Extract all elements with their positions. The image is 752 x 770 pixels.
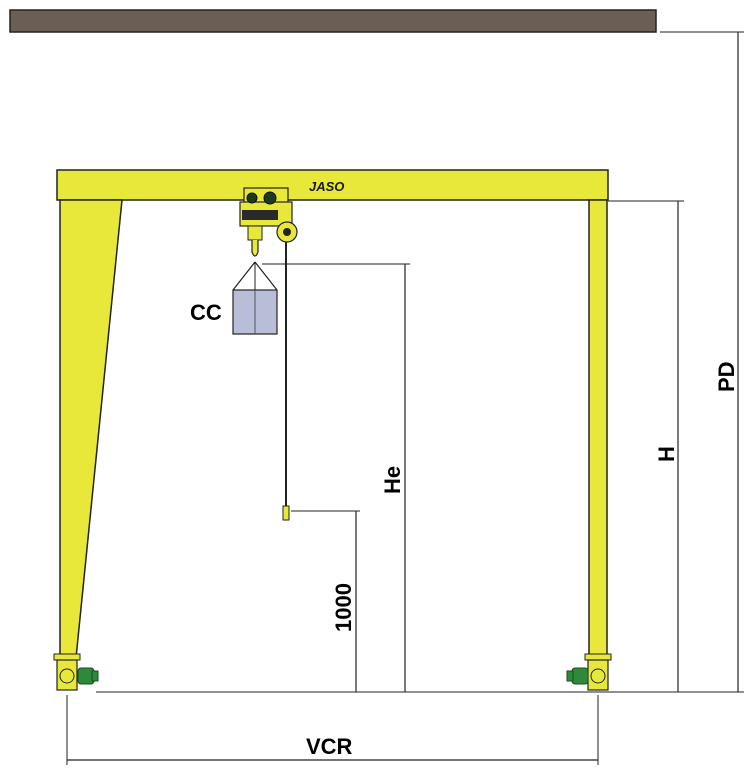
left-leg xyxy=(59,199,123,659)
ceiling-beam xyxy=(9,9,657,33)
label-h: H xyxy=(654,446,679,462)
logo: JASO xyxy=(309,179,344,194)
right-leg xyxy=(588,199,608,659)
label-pd: PD xyxy=(714,361,739,392)
label-he: He xyxy=(380,466,405,494)
label-1000: 1000 xyxy=(331,583,356,632)
travel-wheel-motor-icon-left xyxy=(53,653,99,691)
load-box-icon xyxy=(232,261,278,335)
label-cc: CC xyxy=(190,300,222,325)
electric-hoist-icon xyxy=(239,187,298,257)
pendant-control xyxy=(282,505,290,521)
travel-wheel-motor-icon-right xyxy=(566,653,612,691)
label-vcr: VCR xyxy=(306,734,353,759)
main-girder xyxy=(56,169,609,201)
